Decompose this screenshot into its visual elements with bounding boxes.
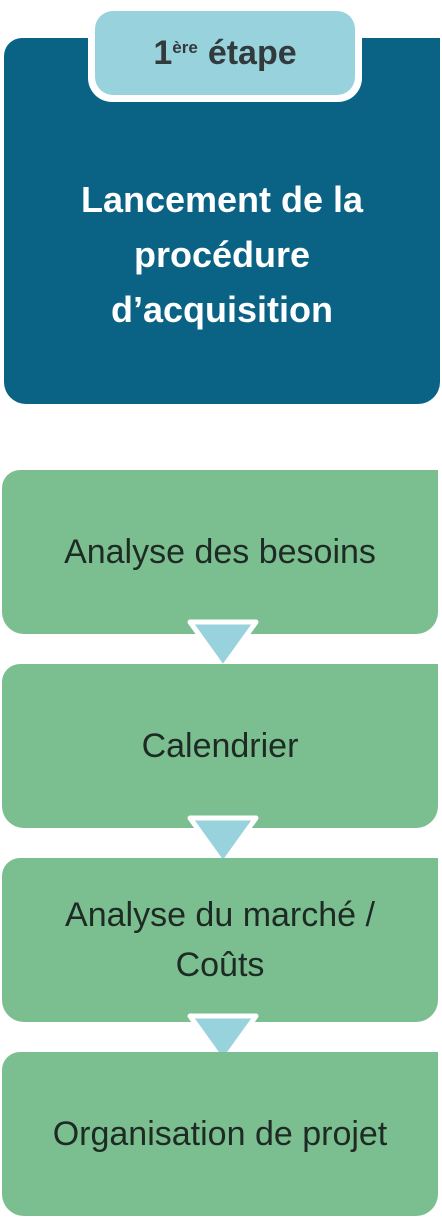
- flow-arrow-icon: [187, 619, 259, 671]
- stage-number: 1: [153, 33, 173, 72]
- flow-arrow-icon: [187, 815, 259, 867]
- stage-number-superscript: ère: [172, 37, 198, 57]
- stage-title-line: d’acquisition: [110, 289, 333, 330]
- step-box-market-analysis: Analyse du marché / Coûts: [2, 858, 438, 1022]
- step-label: Analyse des besoins: [64, 533, 376, 571]
- step-label: Organisation de projet: [52, 1115, 388, 1153]
- stage-title-line: procédure: [133, 234, 311, 275]
- step-label: Calendrier: [141, 727, 299, 765]
- step-label-line: Coûts: [175, 946, 265, 984]
- stage-label: étape: [207, 33, 297, 72]
- step-box-project-organisation: Organisation de projet: [2, 1052, 438, 1216]
- stage-title-line: Lancement de la: [80, 179, 364, 220]
- step-box-needs-analysis: Analyse des besoins: [2, 470, 438, 634]
- flow-arrow-icon: [187, 1013, 259, 1065]
- step-box-calendar: Calendrier: [2, 664, 438, 828]
- stage-title: Lancement de la procédure d’acquisition: [4, 172, 440, 337]
- step-label-line: Analyse du marché /: [65, 896, 375, 934]
